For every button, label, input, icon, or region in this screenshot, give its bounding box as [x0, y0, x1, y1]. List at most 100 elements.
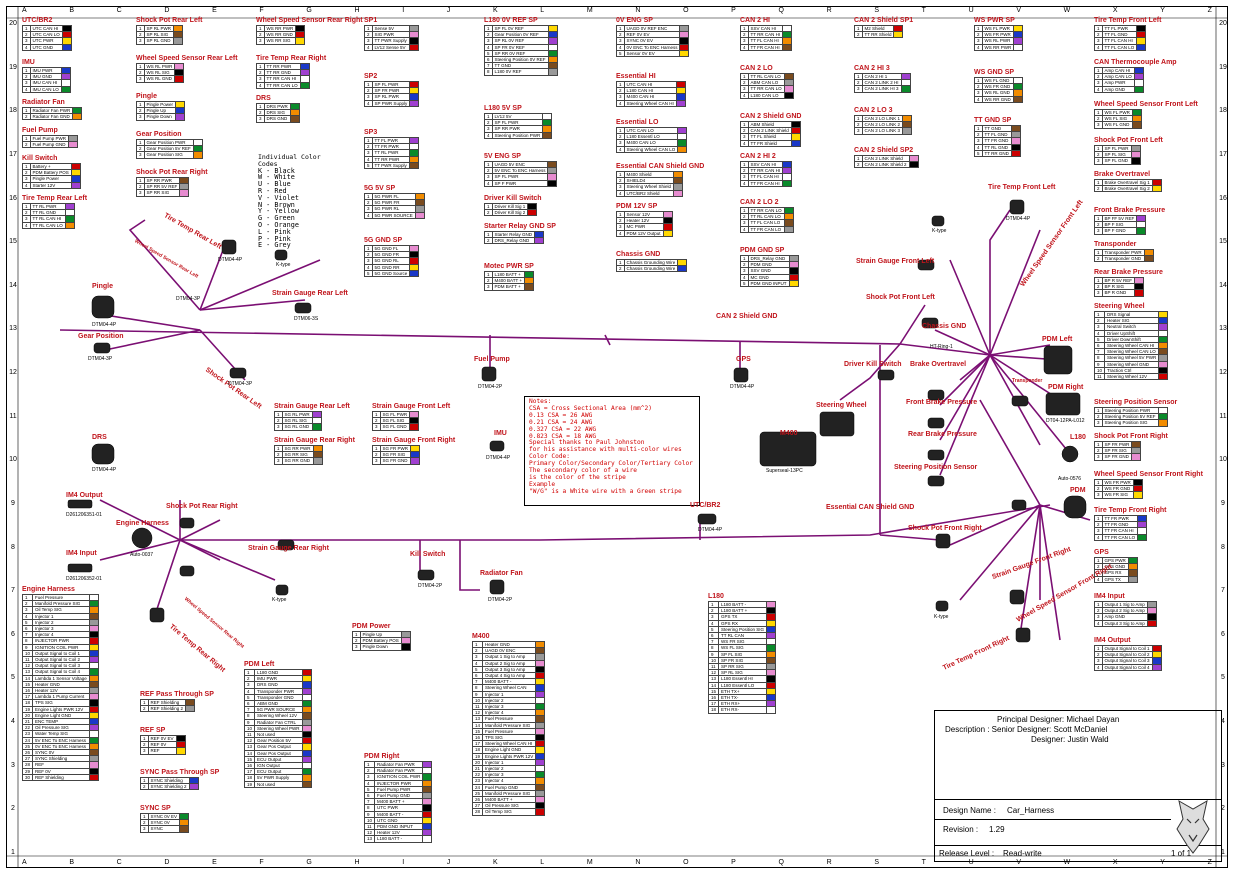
- pin-number: 4: [243, 687, 256, 695]
- pin-signal: TT RR CAN LO: [263, 81, 301, 89]
- wire-color-swatch: [542, 112, 553, 121]
- pinout-table-title: Motec PWR SP: [484, 263, 534, 270]
- pin-signal: L180 Essentl LO: [718, 681, 768, 689]
- pin-signal: UTC PWR: [29, 37, 63, 45]
- pin-signal: ETH RX-: [718, 706, 768, 714]
- label-shock-pot-front-right: Shock Pot Front Right: [908, 525, 982, 532]
- pin-signal: WS FR SIG: [718, 638, 768, 646]
- wire-color-swatch: [299, 62, 310, 71]
- pin-signal: 0V ENC To ENC Harness: [623, 43, 681, 51]
- ruler-mark: 17: [1219, 150, 1227, 158]
- pin-number: 13: [21, 668, 34, 676]
- wire-color-swatch: [312, 444, 323, 453]
- pin-signal: WS RL GND: [981, 89, 1014, 97]
- note-line: 0.21 CSA = 24 AWG: [529, 418, 593, 426]
- ruler-mark: M: [586, 7, 593, 14]
- wire-color-swatch: [410, 451, 421, 459]
- pin-number: 1: [21, 593, 34, 602]
- wire-color-swatch: [1158, 366, 1169, 375]
- senior-designer: Description : Senior Designer: Scott McD…: [945, 725, 1108, 734]
- wire-color-swatch: [312, 457, 323, 465]
- pin-number: 7: [21, 631, 34, 639]
- ruler-mark: E: [212, 7, 217, 14]
- pin-signal: Starter 12V: [29, 181, 72, 189]
- pin-signal: ABM CAN LO: [747, 79, 785, 87]
- pin-signal: Steering Wheel CAN: [482, 684, 537, 692]
- pin-signal: WS FL PWR: [1101, 108, 1133, 117]
- pin-signal: L180 Essentl HI: [718, 675, 768, 683]
- pin-number: 3: [372, 423, 381, 431]
- wire-color-swatch: [902, 127, 913, 135]
- pinout-table-title: PDM Right: [364, 753, 400, 760]
- ruler-mark: 11: [9, 412, 17, 420]
- pin-signal: CAN 2 LO LINK 1: [861, 114, 904, 123]
- wire-color-swatch: [1131, 447, 1142, 455]
- pin-signal: TT RL GND: [29, 209, 66, 217]
- pin-signal: DRS SIG: [263, 109, 291, 117]
- pin-number: 3: [1094, 419, 1103, 427]
- pin-signal: CAN 2 LO LINK 2: [861, 121, 904, 129]
- pin-signal: DRS Signal: [1104, 310, 1160, 319]
- pin-number: 2: [1094, 255, 1103, 263]
- pinout-table-title: Essential LO: [616, 119, 659, 126]
- pin-signal: TT FR Shield: [747, 139, 792, 147]
- pin-signal: SP FR SIG: [718, 656, 768, 665]
- ruler-mark: O: [683, 7, 689, 14]
- pin-number: 12: [21, 662, 34, 670]
- pin-signal: Radiator Fan PWR: [374, 767, 424, 775]
- pin-signal: Amp CAN LO: [1101, 73, 1135, 81]
- designer: Designer: Justin Wald: [1031, 735, 1109, 744]
- label-pingle: Pingle: [92, 283, 114, 290]
- pin-signal: GPS GND: [1101, 563, 1129, 571]
- pin-signal: L180 BATT +: [491, 270, 526, 279]
- label-rear-brake-pressure: Rear Brake Pressure: [908, 431, 977, 438]
- pin-number: 16: [21, 687, 34, 695]
- wire-color-swatch: [782, 179, 793, 187]
- label-m400: M400: [780, 430, 798, 437]
- ruler-mark: S: [874, 7, 879, 14]
- pin-signal: DRS_Relay GND: [747, 254, 790, 263]
- ruler-mark: T: [921, 7, 926, 14]
- label-radiator-fan: Radiator Fan: [480, 570, 523, 577]
- pin-signal: CAN 2 HI 1: [861, 72, 902, 81]
- pinout-table-title: UTC/BR2: [22, 17, 53, 24]
- pinout-table-title: Shock Pot Rear Right: [136, 169, 208, 176]
- wire-color-swatch: [783, 79, 794, 87]
- pin-signal: Engine Lights PWR 12V: [482, 752, 537, 760]
- wire-color-swatch: [301, 780, 312, 788]
- wire-color-swatch: [311, 423, 322, 431]
- color-legend-item: K - Black: [258, 166, 295, 175]
- pin-signal: Heater SIG: [1104, 317, 1160, 325]
- pin-number: 3: [136, 75, 145, 83]
- pin-signal: Chassis Grounding Wire: [623, 265, 679, 273]
- pin-number: 3: [1094, 491, 1103, 499]
- pin-signal: SP FL 0V REF: [491, 24, 549, 33]
